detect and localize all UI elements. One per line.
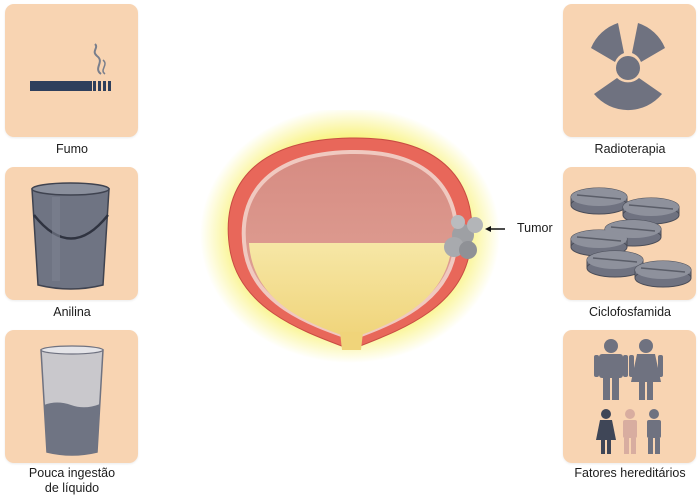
- smoking-label: Fumo: [56, 142, 88, 156]
- aniline-card: [5, 167, 138, 300]
- pills-icon: [570, 187, 692, 288]
- tumor-mass: [444, 215, 483, 259]
- bladder-illustration: [200, 110, 505, 363]
- radiation-icon: [591, 23, 665, 111]
- bucket-icon: [31, 182, 110, 290]
- family-icon: [594, 339, 663, 454]
- radiotherapy-label: Radioterapia: [594, 142, 666, 156]
- cyclophosphamide-card: [563, 167, 696, 300]
- radiotherapy-card: [563, 4, 696, 137]
- cyclophosphamide-label: Ciclofosfamida: [589, 305, 671, 319]
- tumor-label: Tumor: [517, 221, 553, 235]
- cigarette-icon: [30, 43, 111, 91]
- low-fluid-card: [5, 330, 138, 463]
- heredity-label: Fatores hereditários: [574, 466, 686, 480]
- bladder-neck: [340, 332, 363, 350]
- urine-level: [249, 243, 452, 338]
- heredity-card: [563, 330, 696, 463]
- aniline-label: Anilina: [53, 305, 91, 319]
- smoking-card: [5, 4, 138, 137]
- glass-icon: [40, 345, 104, 456]
